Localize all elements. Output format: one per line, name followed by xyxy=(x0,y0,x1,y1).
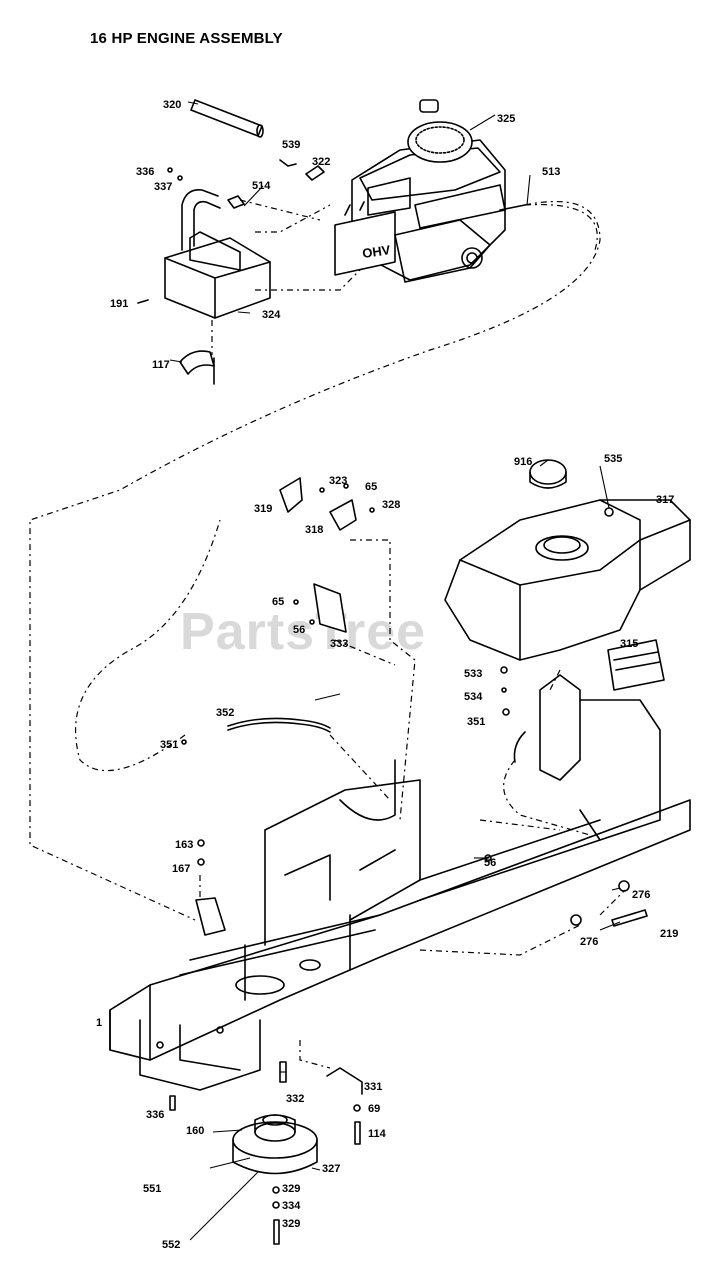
callout-337: 337 xyxy=(154,181,172,193)
frame-part xyxy=(109,674,691,1091)
callout-114: 114 xyxy=(368,1128,387,1140)
part-callouts: 320 539 322 325 336 337 514 513 191 324 … xyxy=(96,99,678,1251)
callout-336: 336 xyxy=(136,166,154,178)
misc-hardware xyxy=(169,839,648,1145)
callout-328: 328 xyxy=(382,499,400,511)
fuel-tank-part xyxy=(444,459,691,661)
callout-56: 56 xyxy=(484,857,496,869)
callout-276: 276 xyxy=(632,889,650,901)
callout-219: 219 xyxy=(660,928,678,940)
routing-lines xyxy=(29,199,626,1069)
callout-117: 117 xyxy=(152,359,170,371)
callout-513: 513 xyxy=(542,166,560,178)
rear-bracket-part xyxy=(607,639,665,691)
callout-329: 329 xyxy=(282,1183,300,1195)
muffler-hardware xyxy=(137,159,325,304)
callout-329: 329 xyxy=(282,1218,300,1230)
callout-320: 320 xyxy=(163,99,181,111)
callout-324: 324 xyxy=(262,309,281,321)
callout-514: 514 xyxy=(252,180,271,192)
callout-65: 65 xyxy=(272,596,284,608)
callout-551: 551 xyxy=(143,1183,161,1195)
callout-56: 56 xyxy=(293,624,305,636)
callout-351: 351 xyxy=(160,739,178,751)
callout-322: 322 xyxy=(312,156,330,168)
callout-276: 276 xyxy=(580,936,598,948)
clutch-part xyxy=(232,1061,318,1245)
callout-336: 336 xyxy=(146,1109,164,1121)
callout-334: 334 xyxy=(282,1200,301,1212)
callout-1: 1 xyxy=(96,1017,102,1029)
engine-badge: OHV xyxy=(361,242,391,261)
callout-351: 351 xyxy=(467,716,485,728)
muffler-part xyxy=(164,188,271,319)
callout-163: 163 xyxy=(175,839,193,851)
callout-317: 317 xyxy=(656,494,674,506)
callout-191: 191 xyxy=(110,298,128,310)
leader-lines xyxy=(169,101,621,1241)
callout-323: 323 xyxy=(329,475,347,487)
callout-315: 315 xyxy=(620,638,638,650)
callout-69: 69 xyxy=(368,1103,380,1115)
callout-318: 318 xyxy=(305,524,323,536)
callout-352: 352 xyxy=(216,707,234,719)
diagram-title: 16 HP ENGINE ASSEMBLY xyxy=(90,30,283,47)
callout-167: 167 xyxy=(172,863,190,875)
callout-332: 332 xyxy=(286,1093,304,1105)
callout-331: 331 xyxy=(364,1081,382,1093)
callout-533: 533 xyxy=(464,668,482,680)
callout-916: 916 xyxy=(514,456,532,468)
callout-160: 160 xyxy=(186,1125,204,1137)
fuel-hose-part xyxy=(500,666,526,763)
clamp-part xyxy=(179,350,215,385)
pipe-part xyxy=(190,99,264,138)
callout-327: 327 xyxy=(322,1163,340,1175)
throttle-cable-part xyxy=(181,717,331,745)
callout-534: 534 xyxy=(464,691,483,703)
callout-325: 325 xyxy=(497,113,515,125)
throttle-bracket-parts xyxy=(279,477,375,633)
engine-part xyxy=(334,99,526,283)
callout-552: 552 xyxy=(162,1239,180,1251)
watermark: PartsTree xyxy=(180,603,427,661)
callout-319: 319 xyxy=(254,503,272,515)
callout-539: 539 xyxy=(282,139,300,151)
callout-65: 65 xyxy=(365,481,377,493)
callout-333: 333 xyxy=(330,638,348,650)
callout-535: 535 xyxy=(604,453,622,465)
